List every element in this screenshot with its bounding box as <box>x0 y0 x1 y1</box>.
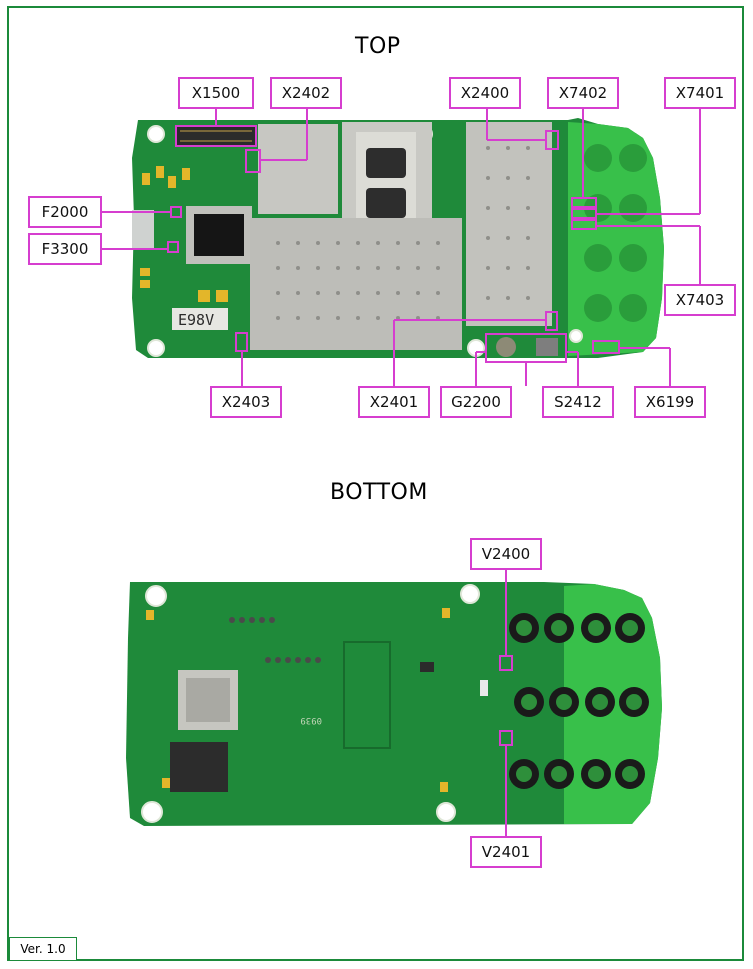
bottom-heading: BOTTOM <box>330 480 428 505</box>
label-x6199: X6199 <box>634 386 706 418</box>
label-v2400: V2400 <box>470 538 542 570</box>
label-x2400: X2400 <box>449 77 521 109</box>
top-heading: TOP <box>355 34 401 59</box>
page-frame <box>7 6 744 961</box>
label-v2401: V2401 <box>470 836 542 868</box>
label-x2401: X2401 <box>358 386 430 418</box>
code-print: 0939 <box>300 715 322 725</box>
label-f3300: F3300 <box>28 233 102 265</box>
label-f2000: F2000 <box>28 196 102 228</box>
version-label: Ver. 1.0 <box>9 937 77 961</box>
label-x7402: X7402 <box>547 77 619 109</box>
label-x7403: X7403 <box>664 284 736 316</box>
bottom-board: 0939 <box>126 582 662 826</box>
label-x2403: X2403 <box>210 386 282 418</box>
label-x1500: X1500 <box>178 77 254 109</box>
e98v-print: E98V <box>178 311 214 329</box>
label-g2200: G2200 <box>440 386 512 418</box>
label-x2402: X2402 <box>270 77 342 109</box>
label-x7401: X7401 <box>664 77 736 109</box>
label-s2412: S2412 <box>542 386 614 418</box>
top-board: E98V <box>132 118 664 358</box>
